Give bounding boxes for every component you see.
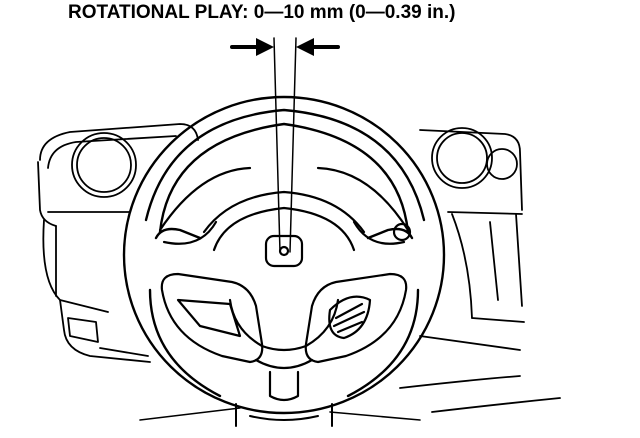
figure-title: ROTATIONAL PLAY: 0—10 mm (0—0.39 in.) bbox=[68, 2, 456, 23]
arrow-right-icon bbox=[230, 38, 274, 56]
lower-console bbox=[139, 407, 421, 421]
play-reference-lines bbox=[273, 37, 297, 253]
steering-wheel-rim bbox=[122, 95, 446, 415]
right-gauge-pod bbox=[399, 127, 561, 413]
left-gauge-pod bbox=[37, 123, 199, 363]
right-spoke bbox=[304, 166, 412, 364]
column-shroud bbox=[235, 403, 333, 427]
arrow-left-icon bbox=[296, 38, 340, 56]
left-spoke bbox=[158, 166, 264, 364]
steering-hub bbox=[202, 190, 366, 402]
